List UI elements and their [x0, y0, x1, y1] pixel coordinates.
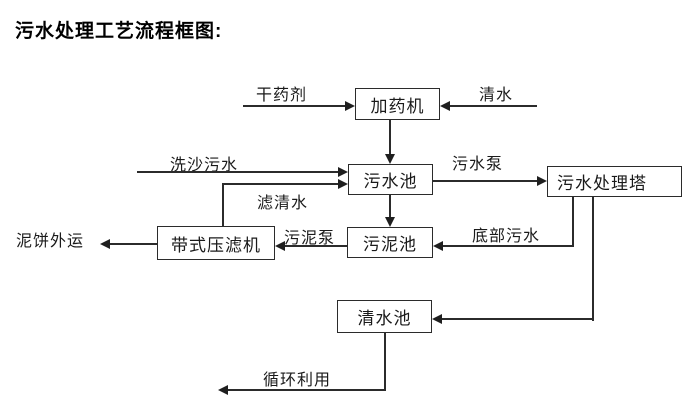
- arrow-dosing-to-sewage-head-icon: [385, 154, 395, 164]
- arrow-bottom-sewage-line: [441, 245, 574, 247]
- edge-label-clean-water: 清水: [479, 87, 514, 104]
- arrow-tower-to-clean-head-icon: [432, 314, 442, 324]
- edge-label-filtered-water: 滤清水: [257, 195, 309, 212]
- node-clean-water-pool: 清水池: [337, 300, 432, 333]
- edge-label-sand-washing-sewage: 洗沙污水: [170, 157, 239, 174]
- arrow-sewage-to-sludge-head-icon: [385, 217, 395, 227]
- arrow-sand-washing-line: [137, 171, 340, 173]
- edge-label-recycle-use: 循环利用: [263, 372, 332, 389]
- arrow-sludge-pump-line: [283, 245, 347, 247]
- page-title: 污水处理工艺流程框图:: [15, 21, 223, 42]
- arrow-dosing-to-sewage-line: [389, 120, 391, 156]
- node-sewage-treatment-tower: 污水处理塔: [547, 166, 682, 197]
- arrow-sewage-pump-head-icon: [537, 176, 547, 186]
- arrow-bottom-sewage-vline: [572, 197, 574, 247]
- arrow-filtered-water-head-icon: [338, 179, 348, 189]
- arrow-clean-water-line: [448, 105, 537, 107]
- arrow-recycle-vline: [384, 333, 386, 391]
- arrow-recycle-head-icon: [218, 385, 228, 395]
- edge-label-sewage-pump: 污水泵: [452, 156, 504, 173]
- arrow-sewage-pump-line: [433, 180, 539, 182]
- arrow-mud-cake-head-icon: [100, 239, 110, 249]
- arrow-filtered-water-line: [222, 183, 340, 185]
- edge-label-sludge-pump: 污泥泵: [284, 230, 336, 247]
- node-belt-filter-press: 带式压滤机: [157, 226, 275, 260]
- node-sludge-pool: 污泥池: [347, 227, 433, 258]
- arrow-dry-agent-line: [243, 105, 347, 107]
- arrow-tower-to-clean-line: [440, 318, 594, 320]
- arrow-bottom-sewage-head-icon: [433, 241, 443, 251]
- edge-label-mud-cake-outbound: 泥饼外运: [16, 233, 85, 250]
- node-dosing-machine: 加药机: [355, 88, 440, 120]
- arrow-clean-water-head-icon: [440, 101, 450, 111]
- arrow-sewage-to-sludge-line: [389, 195, 391, 219]
- edge-label-dry-agent: 干药剂: [256, 87, 308, 104]
- arrow-sand-washing-head-icon: [338, 167, 348, 177]
- arrow-tower-to-clean-vline: [592, 197, 594, 321]
- arrow-filtered-water-vline: [222, 183, 224, 226]
- node-sewage-pool: 污水池: [348, 164, 433, 195]
- arrow-mud-cake-line: [108, 243, 157, 245]
- arrow-sludge-pump-head-icon: [275, 241, 285, 251]
- edge-label-bottom-sewage: 底部污水: [472, 228, 541, 245]
- arrow-recycle-line: [226, 389, 386, 391]
- arrow-dry-agent-head-icon: [345, 101, 355, 111]
